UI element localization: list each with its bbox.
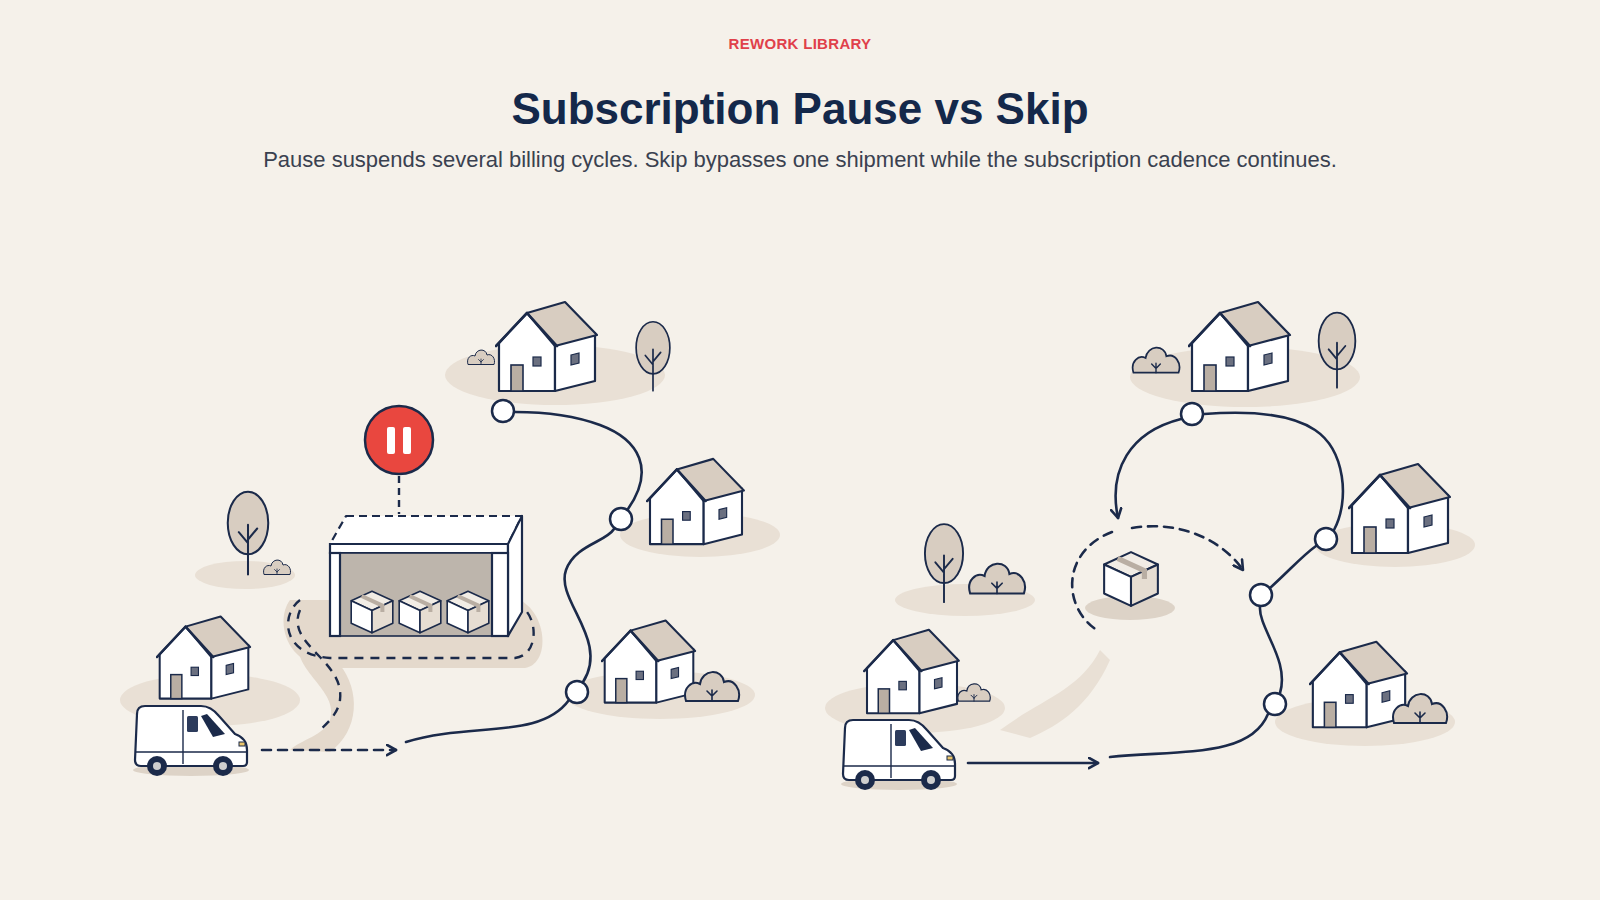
skipped-box bbox=[1104, 552, 1158, 606]
tree bbox=[636, 322, 670, 391]
bush bbox=[468, 350, 495, 364]
house bbox=[864, 630, 959, 713]
stops bbox=[492, 400, 632, 703]
ground-patches bbox=[120, 345, 1475, 752]
van bbox=[133, 706, 249, 776]
route bbox=[968, 413, 1343, 763]
house bbox=[1189, 302, 1290, 391]
bush bbox=[958, 684, 990, 701]
bush bbox=[1133, 348, 1180, 373]
header: REWORK LIBRARY Subscription Pause vs Skip… bbox=[0, 0, 1600, 176]
house bbox=[496, 302, 597, 391]
stops bbox=[1181, 403, 1337, 715]
bush bbox=[969, 564, 1025, 594]
tree bbox=[1319, 313, 1356, 388]
pause-badge bbox=[365, 406, 433, 474]
house bbox=[1349, 464, 1450, 553]
tree bbox=[925, 524, 963, 602]
route bbox=[262, 412, 642, 750]
skip-scene bbox=[841, 302, 1450, 790]
bush bbox=[685, 672, 739, 701]
tree bbox=[228, 492, 268, 575]
kicker-label: REWORK LIBRARY bbox=[0, 35, 1600, 53]
house bbox=[602, 620, 695, 702]
warehouse bbox=[330, 516, 522, 636]
pause-scene bbox=[133, 302, 744, 776]
page-caption: Pause suspends several billing cycles. S… bbox=[250, 144, 1350, 176]
house bbox=[157, 616, 250, 698]
van bbox=[841, 720, 957, 790]
house bbox=[647, 459, 744, 544]
bush bbox=[1393, 694, 1447, 723]
bush bbox=[264, 560, 291, 574]
page-title: Subscription Pause vs Skip bbox=[0, 83, 1600, 135]
